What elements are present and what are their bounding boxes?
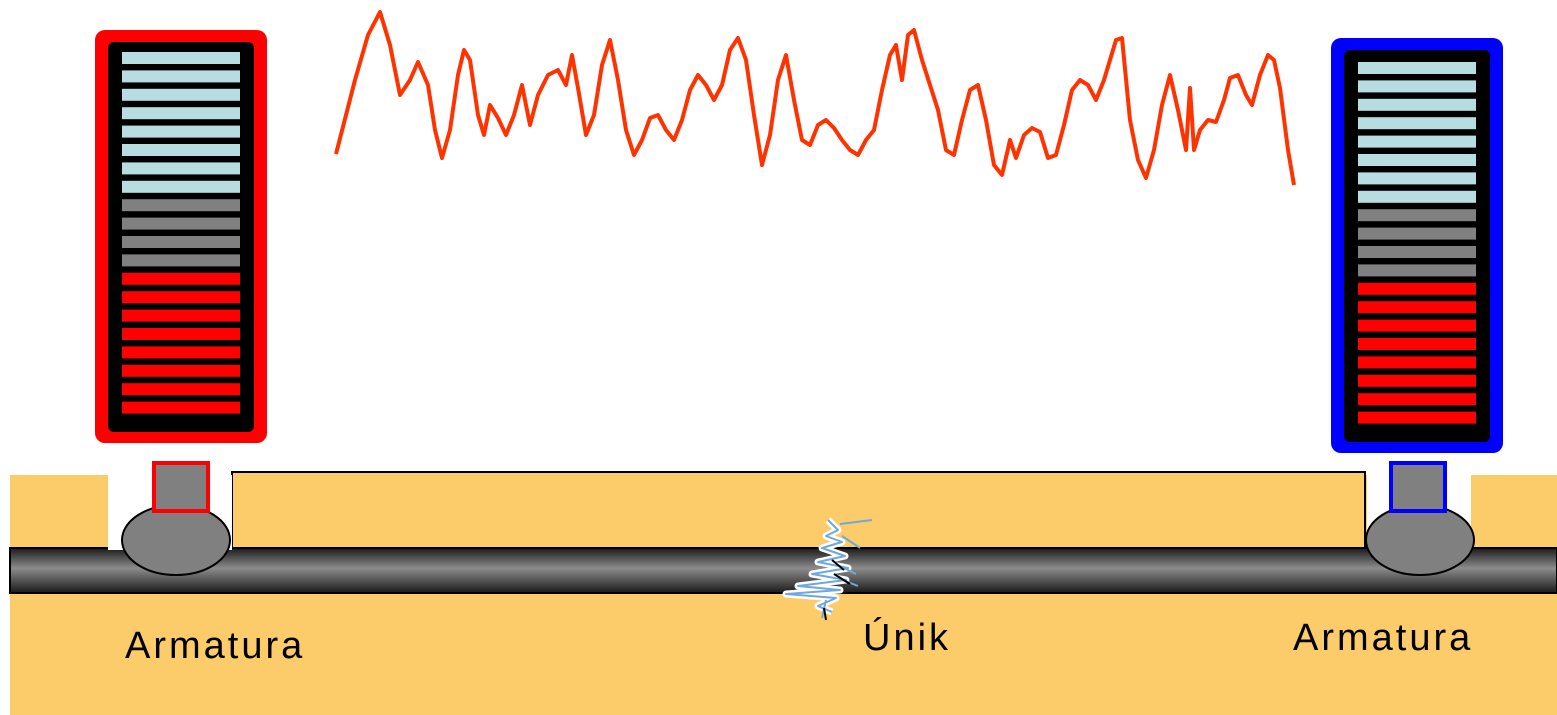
- level-segment-light: [1358, 190, 1476, 203]
- level-segment-high: [1358, 411, 1476, 424]
- level-segment-high: [1358, 374, 1476, 387]
- leak-crack-icon: [782, 517, 873, 621]
- level-segment-high: [122, 401, 240, 414]
- level-segment-high: [1358, 301, 1476, 314]
- level-segment-mid: [1358, 246, 1476, 258]
- level-segment-light: [122, 125, 240, 138]
- level-segment-light: [1358, 172, 1476, 185]
- level-segment-high: [122, 346, 240, 359]
- right-fitting: [1365, 461, 1475, 576]
- level-segment-light: [122, 180, 240, 193]
- level-meter-icon: [122, 52, 240, 414]
- level-meter-icon: [1358, 62, 1476, 424]
- level-segment-high: [122, 364, 240, 377]
- level-segment-light: [122, 107, 240, 120]
- level-segment-mid: [1358, 209, 1476, 222]
- left-fitting: [108, 461, 232, 576]
- right-fitting-label: Armatura: [1293, 617, 1474, 659]
- level-segment-high: [122, 383, 240, 396]
- level-segment-high: [1358, 319, 1476, 332]
- level-segment-mid: [122, 217, 240, 230]
- level-segment-mid: [122, 199, 240, 212]
- level-segment-high: [1358, 393, 1476, 406]
- level-segment-mid: [122, 236, 240, 248]
- pipe: [9, 547, 1557, 594]
- level-segment-light: [1358, 135, 1476, 148]
- level-segment-light: [1358, 98, 1476, 111]
- level-segment-light: [122, 88, 240, 101]
- level-segment-light: [122, 144, 240, 156]
- level-segment-light: [1358, 117, 1476, 130]
- level-segment-mid: [1358, 227, 1476, 240]
- level-segment-high: [122, 328, 240, 340]
- leak-label: Únik: [863, 617, 952, 659]
- level-segment-light: [122, 52, 240, 64]
- level-segment-high: [122, 309, 240, 322]
- left-sensor-mount: [152, 461, 210, 513]
- level-segment-mid: [1358, 264, 1476, 277]
- right-sensor-mount: [1389, 461, 1447, 513]
- level-segment-high: [122, 291, 240, 304]
- level-segment-high: [1358, 282, 1476, 295]
- level-segment-light: [122, 70, 240, 83]
- level-segment-light: [1358, 80, 1476, 93]
- right-level-meter: [1331, 38, 1503, 453]
- level-segment-high: [122, 272, 240, 285]
- left-fitting-label: Armatura: [125, 625, 306, 667]
- left-level-meter: [95, 30, 267, 443]
- level-segment-light: [1358, 154, 1476, 166]
- level-segment-high: [1358, 338, 1476, 350]
- level-segment-mid: [122, 254, 240, 267]
- acoustic-signal-icon: [334, 10, 1296, 186]
- level-segment-light: [1358, 62, 1476, 74]
- trench: [231, 471, 1366, 551]
- level-segment-light: [122, 162, 240, 175]
- level-segment-high: [1358, 356, 1476, 369]
